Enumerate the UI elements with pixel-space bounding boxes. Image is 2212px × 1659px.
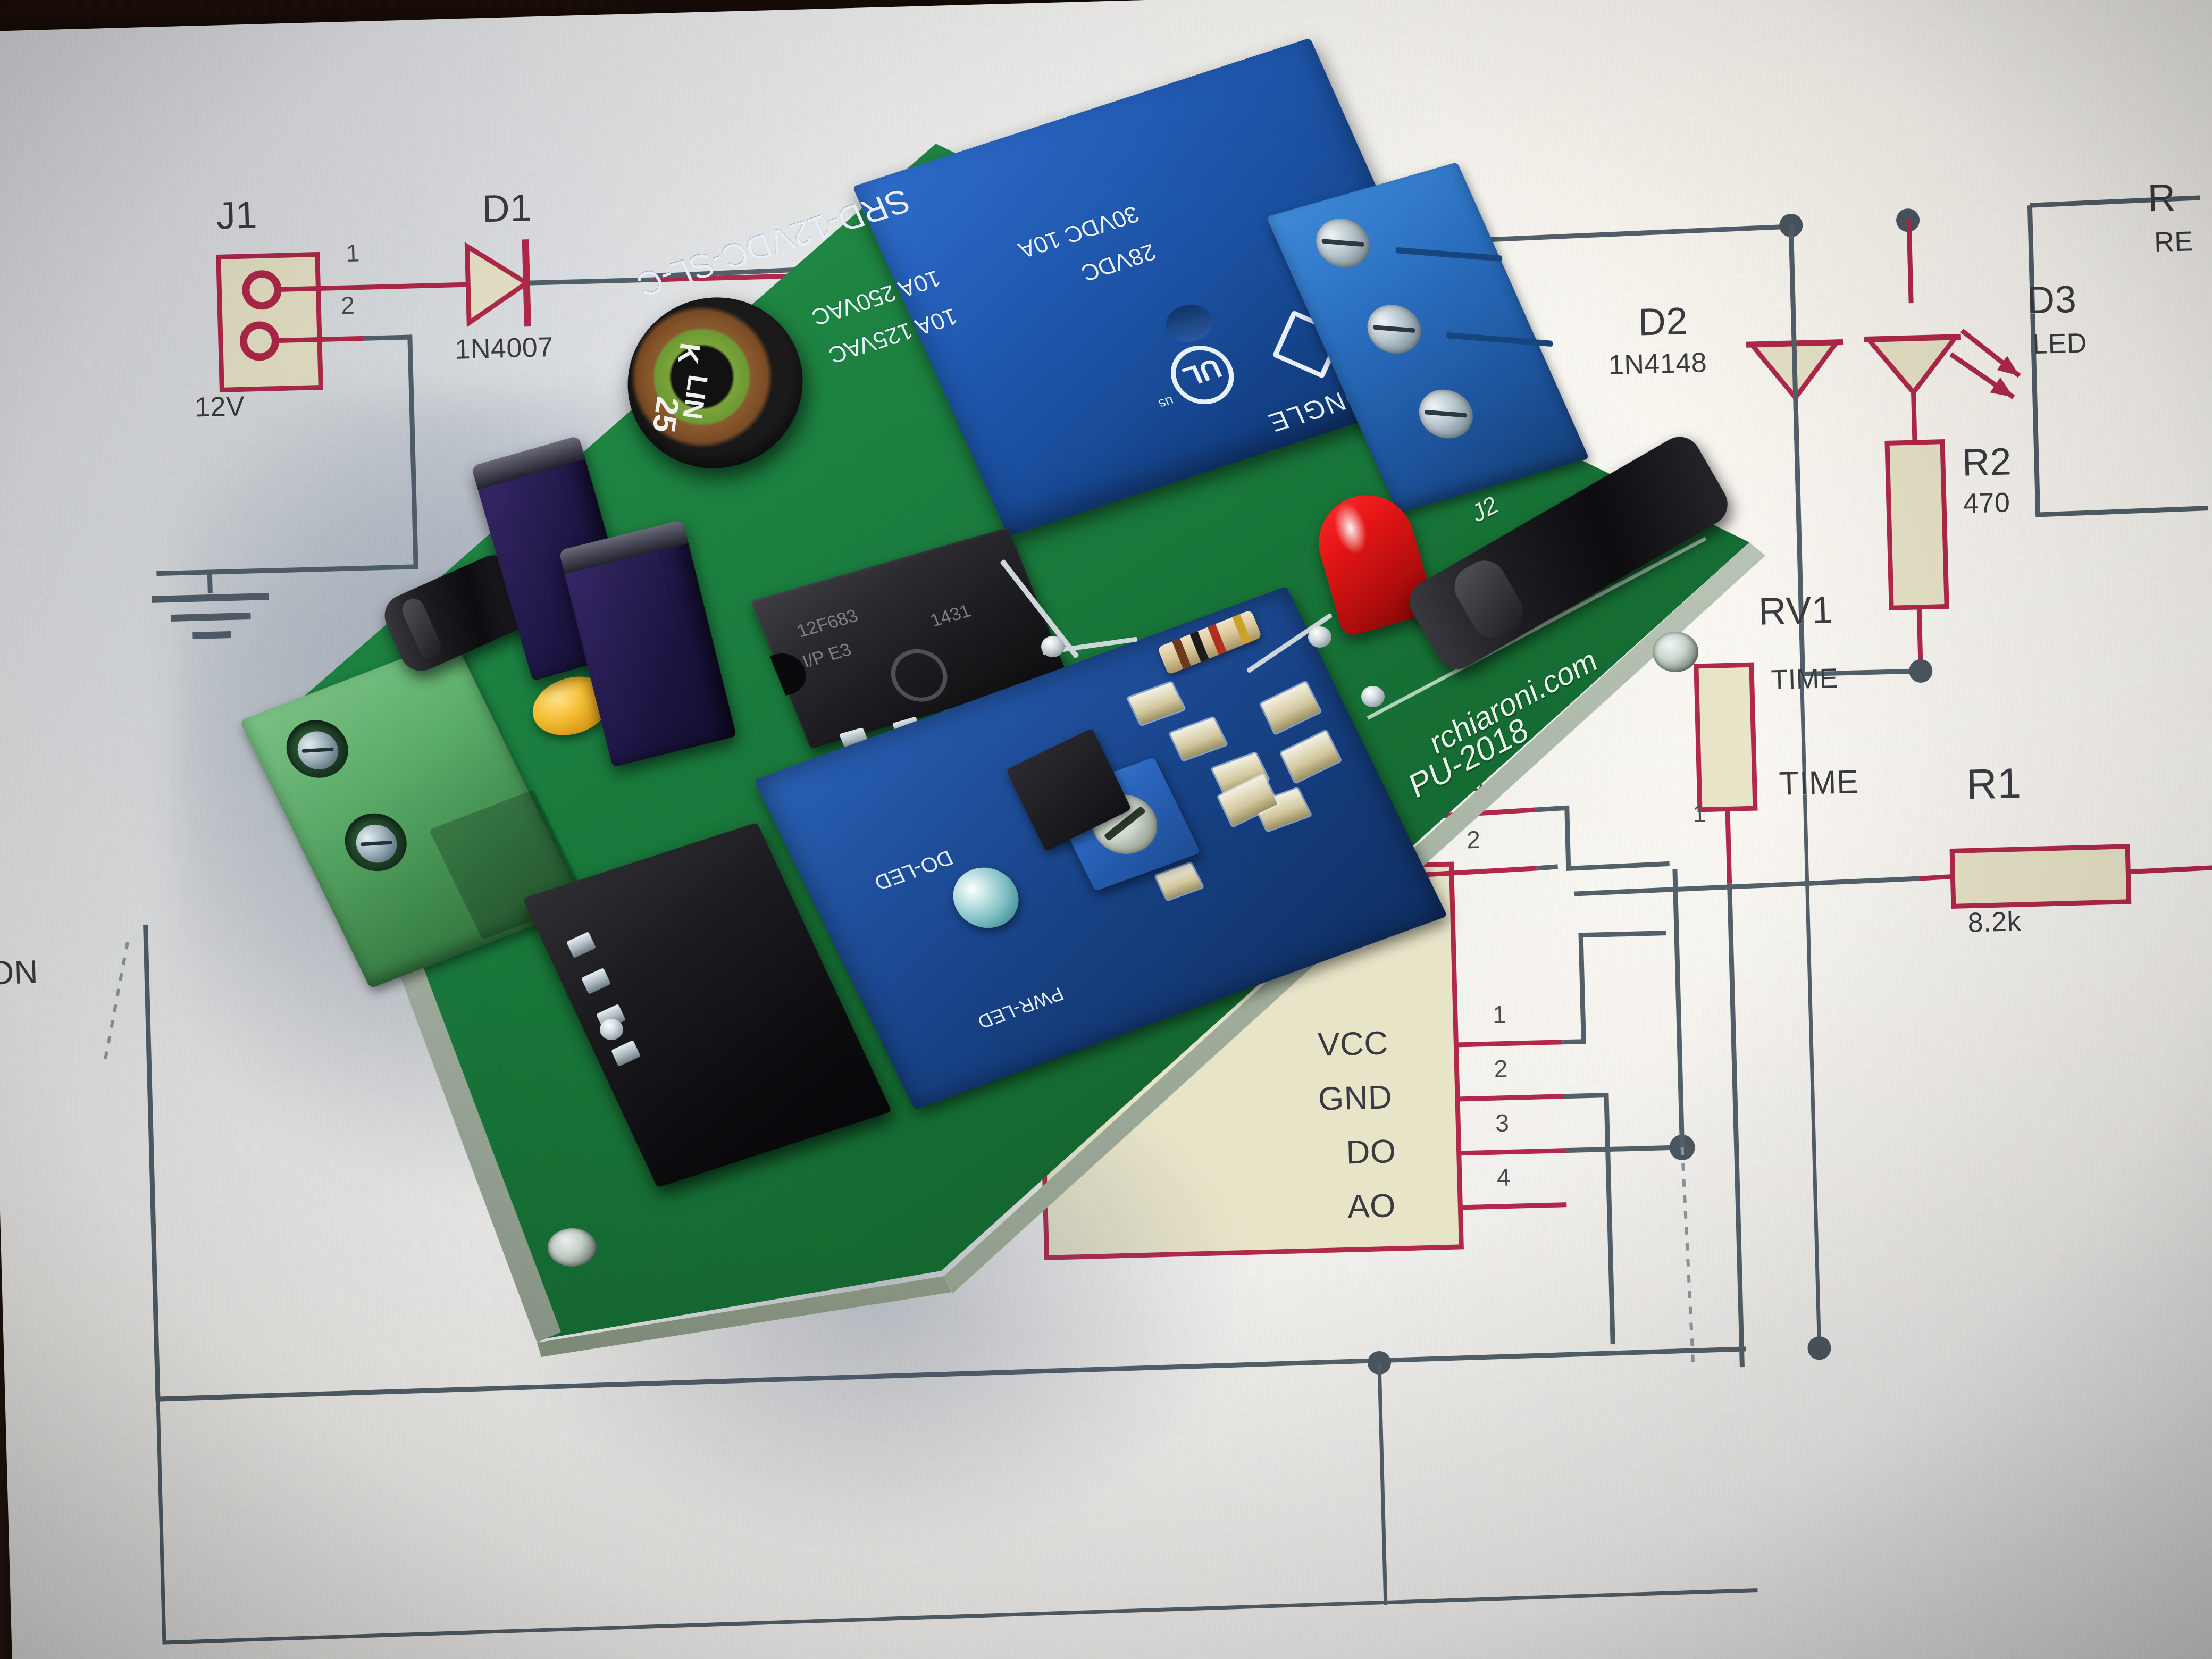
pcb-mounting-hole-1: [548, 1228, 597, 1267]
pot-unit-label: K: [672, 341, 706, 366]
solder-joint-3: [600, 1019, 623, 1040]
ic-marking-line2: I/P E3: [799, 639, 854, 672]
ic-marking-line3: 1431: [927, 600, 974, 631]
module-pwr-led-label: PWR-LED: [974, 983, 1068, 1033]
solder-joint-4: [1361, 686, 1385, 707]
relay-vent-notch: [1159, 299, 1220, 348]
cap-1-top: [471, 435, 585, 490]
blue-terminal-screw-3[interactable]: [1411, 383, 1481, 445]
ic-marking-line1: 12F683: [794, 606, 861, 642]
smd-pad-2: [1170, 717, 1227, 760]
black-cylinder-left-highlight: [399, 595, 445, 663]
solder-joint-2: [1041, 636, 1065, 657]
resistor-band-2: [1189, 631, 1209, 662]
module-do-led-label: DO-LED: [870, 845, 957, 895]
resistor-band-4: [1232, 614, 1252, 645]
solder-joint-1: [1308, 626, 1331, 648]
blue-terminal-screw-1[interactable]: [1308, 212, 1378, 274]
antenna-highlight: [1446, 552, 1531, 646]
pcb-mounting-hole-2: [1653, 632, 1698, 672]
green-terminal-screw-2[interactable]: [349, 819, 404, 869]
green-terminal-hole-1[interactable]: [276, 711, 358, 786]
blue-terminal-screw-2[interactable]: [1359, 298, 1430, 360]
blue-terminal-divider-1: [1395, 247, 1502, 262]
smd-pad-6: [1155, 863, 1203, 900]
ul-mark-sub: us: [1156, 393, 1177, 413]
resistor-band-1: [1172, 638, 1192, 669]
module-indicator-led: [942, 859, 1029, 937]
smd-pad-1: [1128, 682, 1185, 725]
green-terminal-hole-2[interactable]: [334, 805, 417, 880]
pot-taper-label: LIN: [676, 373, 714, 422]
resistor-band-3: [1208, 624, 1227, 655]
microchip-logo-icon: [883, 642, 956, 708]
green-terminal-screw-1[interactable]: [291, 725, 345, 775]
blue-terminal-divider-2: [1446, 332, 1553, 347]
relay-rating-line4: 28VDC: [1077, 238, 1160, 286]
